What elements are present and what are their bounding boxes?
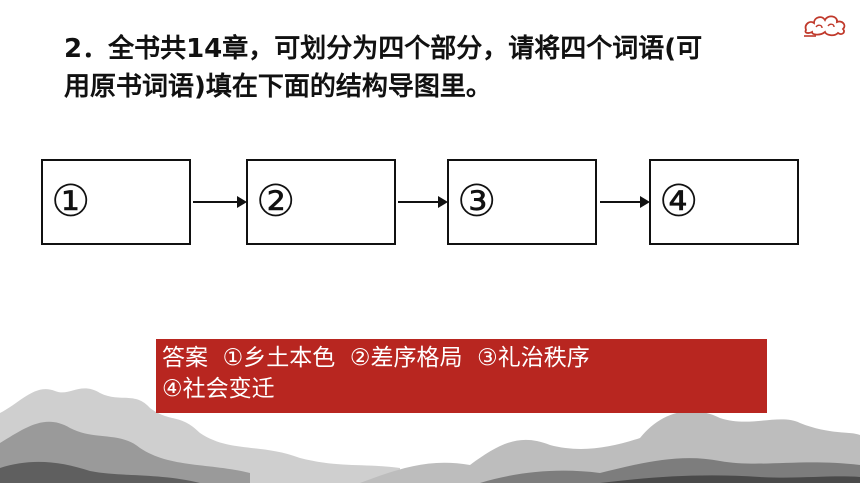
- arrow-right-icon: [193, 196, 247, 208]
- flow-box-2: ②: [246, 159, 396, 245]
- question-text: 2．全书共14章，可划分为四个部分，请将四个词语(可 用原书词语)填在下面的结构…: [64, 30, 804, 106]
- flow-box-4: ④: [649, 159, 799, 245]
- flow-box-label: ③: [457, 176, 497, 227]
- answer-box: 答案 ①乡土本色 ②差序格局 ③礼治秩序 ④社会变迁: [156, 339, 767, 413]
- question-line-2: 用原书词语)填在下面的结构导图里。: [64, 72, 492, 102]
- flow-box-label: ①: [51, 176, 91, 227]
- answer-item-4: ④社会变迁: [162, 376, 275, 402]
- flow-box-label: ②: [256, 176, 296, 227]
- cloud-emblem-icon: [804, 15, 846, 37]
- answer-item-1: ①乡土本色: [222, 345, 336, 371]
- flow-box-label: ④: [659, 176, 699, 227]
- flow-box-1: ①: [41, 159, 191, 245]
- arrow-right-icon: [398, 196, 448, 208]
- flow-box-3: ③: [447, 159, 597, 245]
- answer-item-3: ③礼治秩序: [477, 345, 590, 371]
- arrow-right-icon: [600, 196, 650, 208]
- answer-prefix: 答案: [162, 345, 208, 371]
- question-line-1: 2．全书共14章，可划分为四个部分，请将四个词语(可: [64, 34, 703, 64]
- ink-mountain-landscape: [0, 388, 860, 483]
- answer-item-2: ②差序格局: [349, 345, 463, 371]
